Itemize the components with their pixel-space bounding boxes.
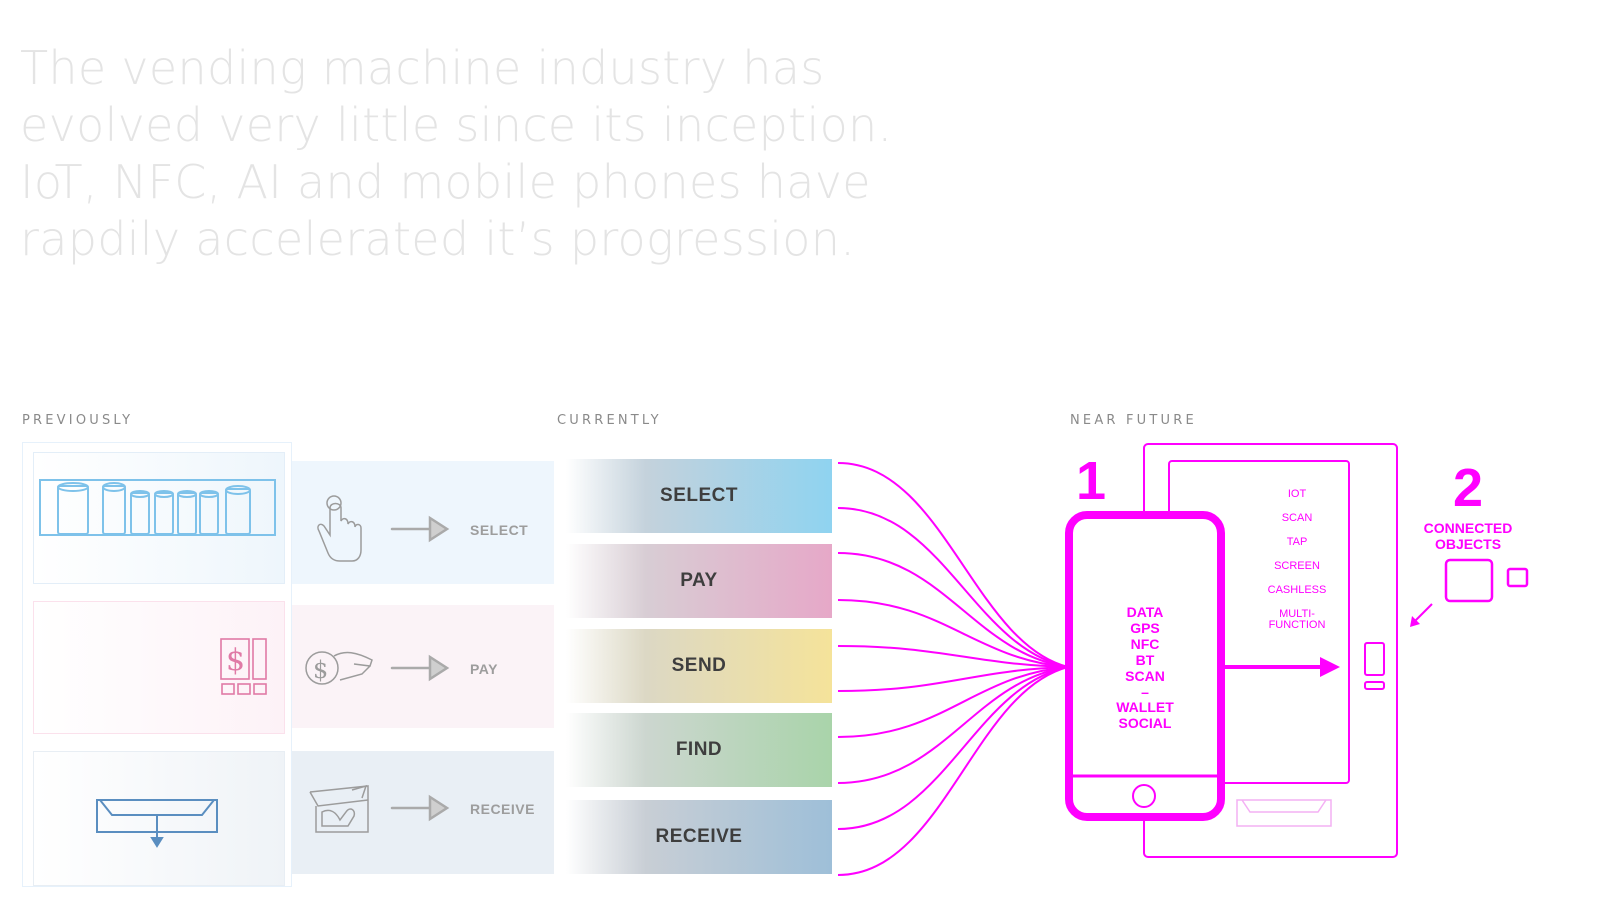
connected-objects-label: OBJECTS [1435,536,1501,552]
current-step-label: SEND [671,655,727,676]
current-step-find: FIND [566,713,832,787]
vending-dispense-box [33,751,285,886]
section-label-near-future: NEAR FUTURE [1070,413,1197,428]
previously-row-pay [292,605,554,728]
product-shelf-icon [39,479,276,536]
connector-line [837,552,1069,668]
headline: The vending machine industry has evolved… [20,40,980,268]
vending-payment-box [33,601,285,734]
current-step-label: RECEIVE [655,826,743,847]
section-label-currently: CURRENTLY [557,413,662,428]
current-step-receive: RECEIVE [566,800,832,874]
dispense-tray-icon [96,799,218,848]
headline-line: The vending machine industry has [20,41,825,95]
current-step-pay: PAY [566,544,832,618]
connector-line [837,507,1069,668]
current-step-label: PAY [680,570,718,591]
objects-number: 2 [1453,458,1483,518]
hand-in-slot-icon [309,784,369,833]
svg-text:$: $ [313,656,328,684]
connected-objects-label: CONNECTED [1424,520,1513,536]
connector-line [837,666,1069,692]
phone-feature: SOCIAL [1119,715,1172,731]
phone-feature: WALLET [1116,699,1174,715]
machine-feature: TAP [1287,536,1308,548]
arrow-down-left-icon [1410,616,1420,627]
connector-line [837,645,1069,668]
machine-feature: SCAN [1282,512,1313,524]
previously-row-select [292,461,554,584]
current-step-send: SEND [566,629,832,703]
phone-number: 1 [1076,451,1106,511]
vending-machine-keypad [1364,642,1385,676]
connector-line [837,666,1069,784]
machine-feature: FUNCTION [1269,619,1326,631]
arrow-right-icon [390,515,450,822]
headline-line: evolved very little since its inception. [20,98,893,152]
current-step-label: FIND [675,739,723,760]
machine-feature: SCREEN [1274,560,1320,572]
current-step-select: SELECT [566,459,832,533]
phone-feature: DATA [1127,604,1164,620]
vending-machine-card-slot [1364,681,1385,690]
phone-feature: BT [1136,652,1155,668]
arrow-right-icon [1320,657,1340,677]
machine-feature: IOT [1288,488,1307,500]
previously-label-pay: PAY [470,661,498,677]
section-label-previously: PREVIOUSLY [22,413,134,428]
phone-feature: SCAN [1125,668,1165,684]
headline-line: IoT, NFC, AI and mobile phones have [20,155,871,209]
connector-line [837,666,1069,876]
current-step-label: SELECT [660,485,738,506]
phone-feature-list: DATA GPS NFC BT SCAN – WALLET SOCIAL [1116,604,1174,731]
finger-tap-icon [317,495,362,562]
payment-slot-icon: $ [220,638,267,695]
connector-line [837,666,1069,738]
machine-feature: MULTI- [1279,608,1315,620]
phone-body [1065,511,1225,821]
phone-feature: NFC [1131,636,1160,652]
headline-line: rapdily accelerated it’s progression. [20,212,856,266]
connected-object-large-icon [1444,558,1494,603]
previously-row-receive [292,751,554,874]
previously-panel-frame [22,442,292,887]
svg-text:$: $ [226,643,245,678]
machine-feature: CASHLESS [1268,584,1327,596]
connector-line [837,462,1069,668]
previously-label-receive: RECEIVE [470,801,535,817]
phone-feature: – [1141,684,1149,700]
vending-products-box [33,452,285,584]
connector-line [837,666,1069,830]
connected-objects-arrow [1413,603,1433,623]
phone-home-button [1132,784,1156,808]
connected-object-small-icon [1506,567,1529,588]
machine-feature-list: IOT SCAN TAP SCREEN CASHLESS MULTI- FUNC… [1268,488,1327,631]
coin-in-hand-icon: $ [305,651,373,685]
phone-feature: GPS [1130,620,1160,636]
connector-line [837,599,1069,668]
previously-illustrations: $ $ [39,479,450,848]
previously-label-select: SELECT [470,522,529,538]
vending-machine-tray [1236,799,1332,827]
